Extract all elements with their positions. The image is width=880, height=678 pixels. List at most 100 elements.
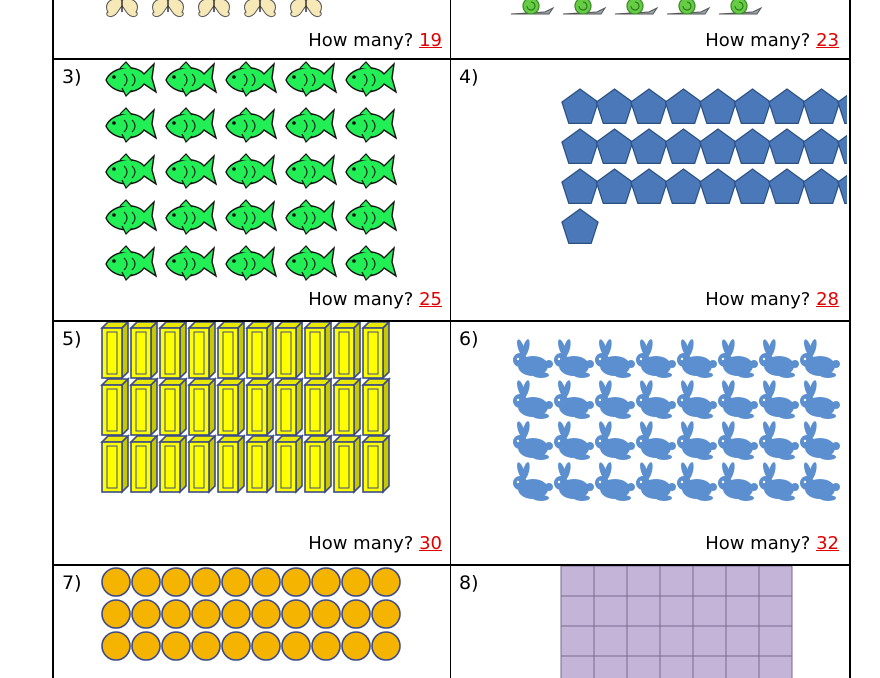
yellow-block-icon	[158, 434, 188, 494]
orange-circle-icon	[251, 631, 281, 661]
orange-circle-icon	[131, 631, 161, 661]
yellow-block-icon	[129, 322, 159, 380]
orange-circle-icon	[101, 567, 131, 597]
yellow-block-icon-grid	[100, 322, 391, 494]
orange-circle-icon	[281, 631, 311, 661]
yellow-block-icon	[158, 377, 188, 437]
question-text: How many?	[308, 30, 414, 51]
answer-value: 32	[816, 533, 839, 554]
row-divider	[54, 58, 849, 60]
yellow-block-icon	[245, 377, 275, 437]
fish-icon	[165, 107, 218, 144]
purple-square-icon	[692, 566, 727, 597]
rabbit-icon	[636, 380, 676, 419]
fish-icon	[165, 153, 218, 190]
rabbit-icon	[677, 462, 717, 501]
rabbit-icon	[513, 421, 553, 460]
fish-icon	[285, 199, 338, 236]
purple-square-icon	[626, 595, 661, 627]
snail-icon	[666, 0, 711, 15]
icon-area	[451, 566, 847, 678]
pentagon-icon	[664, 128, 703, 165]
rabbit-icon	[718, 462, 758, 501]
fish-icon	[165, 61, 218, 98]
problem-number: 4)	[459, 66, 479, 88]
snail-icon	[510, 0, 555, 15]
fish-icon	[225, 153, 278, 190]
yellow-block-icon	[216, 322, 246, 380]
orange-circle-icon	[311, 567, 341, 597]
purple-square-icon	[593, 655, 628, 678]
yellow-block-icon	[158, 322, 188, 380]
purple-square-icon	[626, 625, 661, 657]
purple-square-icon	[725, 655, 760, 678]
yellow-block-icon	[216, 434, 246, 494]
worksheet: How many? 19 How many? 23 3) How many? 2…	[52, 0, 851, 678]
pentagon-icon	[595, 168, 634, 204]
purple-square-icon	[659, 595, 694, 627]
problem-1: How many? 19	[54, 0, 450, 58]
fish-icon	[105, 153, 158, 190]
question-text: How many?	[705, 533, 811, 554]
fish-icon	[285, 61, 338, 98]
yellow-block-icon	[303, 434, 333, 494]
orange-circle-icon	[371, 631, 401, 661]
purple-square-icon	[692, 625, 727, 657]
fish-icon	[345, 61, 398, 98]
purple-square-icon	[659, 655, 694, 678]
orange-circle-icon	[251, 599, 281, 629]
fish-icon	[225, 199, 278, 236]
pentagon-icon	[595, 88, 634, 125]
fish-icon	[105, 199, 158, 236]
problem-4: 4) How many? 28	[451, 60, 847, 320]
orange-circle-icon	[101, 631, 131, 661]
question-text: How many?	[308, 289, 414, 310]
yellow-block-icon	[100, 377, 130, 437]
orange-circle-icon	[281, 599, 311, 629]
rabbit-icon	[595, 380, 635, 419]
rabbit-icon	[554, 421, 594, 460]
orange-circle-icon	[221, 567, 251, 597]
rabbit-icon	[513, 339, 553, 378]
pentagon-icon	[699, 168, 737, 204]
rabbit-icon	[595, 339, 635, 378]
purple-square-icon	[725, 595, 760, 627]
rabbit-icon	[718, 380, 758, 419]
yellow-block-icon	[129, 434, 159, 494]
purple-square-icon	[725, 566, 760, 597]
pentagon-icon	[768, 168, 806, 204]
answer-line: How many? 25	[308, 289, 442, 310]
problem-2: How many? 23	[451, 0, 847, 58]
pentagon-icon	[837, 174, 847, 204]
pentagon-icon	[802, 168, 841, 204]
icon-area	[54, 322, 450, 564]
purple-square-icon	[593, 595, 628, 627]
butterfly-icon	[106, 0, 138, 18]
yellow-block-icon	[361, 322, 391, 380]
orange-circle-icon	[131, 567, 161, 597]
rabbit-icon	[800, 462, 840, 501]
purple-square-icon	[560, 655, 595, 678]
rabbit-icon	[554, 380, 594, 419]
butterfly-icon	[290, 0, 322, 18]
problem-number: 8)	[459, 572, 479, 594]
question-text: How many?	[308, 533, 414, 554]
purple-square-icon	[659, 566, 694, 597]
question-text: How many?	[705, 289, 811, 310]
yellow-block-icon	[100, 434, 130, 494]
rabbit-icon	[759, 339, 799, 378]
fish-icon	[225, 107, 278, 144]
problem-number: 7)	[62, 572, 82, 594]
yellow-block-icon	[274, 377, 304, 437]
answer-value: 25	[419, 289, 442, 310]
row-divider	[54, 564, 849, 566]
rabbit-icon	[595, 462, 635, 501]
fish-icon	[105, 107, 158, 144]
pentagon-icon	[561, 168, 599, 204]
snail-icon-grid	[510, 0, 763, 15]
answer-line: How many? 28	[705, 289, 839, 310]
icon-area	[451, 0, 847, 58]
icon-area	[451, 60, 847, 320]
pentagon-icon	[595, 128, 634, 165]
fish-icon	[105, 61, 158, 98]
